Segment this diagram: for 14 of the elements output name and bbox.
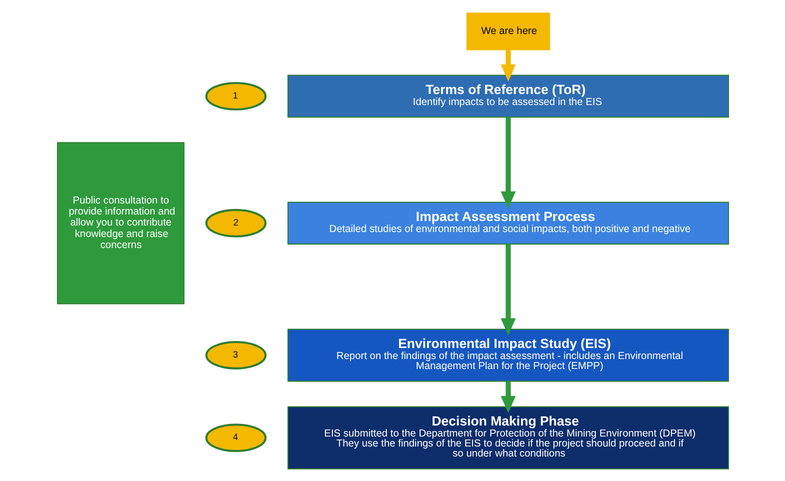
node-box: Terms of Reference (ToR) Identify impacts to be assessed in the EIS xyxy=(286,74,729,118)
node-ellipse: 3 xyxy=(204,340,266,369)
node-ellipse: 2 xyxy=(204,208,266,237)
arrow xyxy=(500,49,516,81)
node-ellipse: 1 xyxy=(204,81,266,110)
node-box: Decision Making Phase EIS submitted to the Department for Protection of the Mining Environment (DPEM) They use the findings of the EIS to decide if the project should proceed and if so under what conditions xyxy=(286,406,729,469)
node-box: Environmental Impact Study (EIS) Report on the findings of the impact assessment - includes an Environmental Management Plan for the Project (EMPP) xyxy=(286,328,729,382)
arrow xyxy=(500,116,516,208)
node-box: Impact Assessment Process Detailed studies of environmental and social impacts, both positive and negative xyxy=(286,201,729,244)
node-box: Public consultation to provide information and allow you to contribute knowledge and raise concerns xyxy=(56,142,184,304)
arrow xyxy=(500,380,516,413)
arrow xyxy=(500,244,516,335)
node-box: We are here xyxy=(466,12,550,50)
node-ellipse: 4 xyxy=(204,423,266,452)
